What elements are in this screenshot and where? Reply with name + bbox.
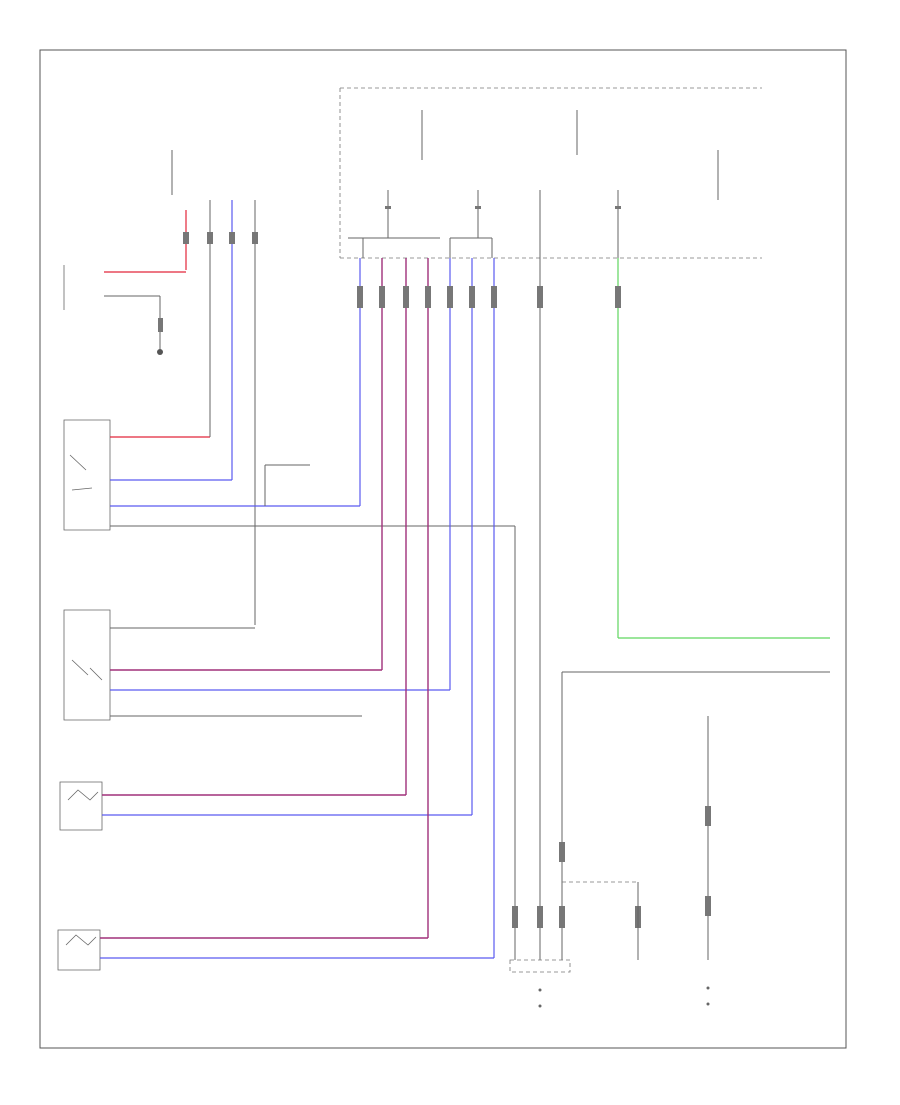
diagram-frame xyxy=(39,49,847,1049)
cigarette-lighter-socket xyxy=(63,265,186,355)
driver-door-window-switch xyxy=(63,410,516,960)
fuse-relay-box xyxy=(339,87,762,259)
harness-connector xyxy=(183,232,189,244)
fuse-terminal xyxy=(385,206,391,209)
top-left-harness xyxy=(171,150,258,625)
trunk-wires xyxy=(357,258,830,960)
harness-connector xyxy=(252,232,258,244)
front-passenger-window-switch xyxy=(63,609,450,721)
right-rear-window-motor xyxy=(57,929,494,971)
harness-connector xyxy=(229,232,235,244)
harness-connector xyxy=(207,232,213,244)
left-rear-window-motor xyxy=(59,781,472,831)
fuse-terminal xyxy=(615,206,621,209)
ground-point xyxy=(157,349,163,355)
fuse-terminal xyxy=(475,206,481,209)
ground-point xyxy=(509,881,710,1008)
